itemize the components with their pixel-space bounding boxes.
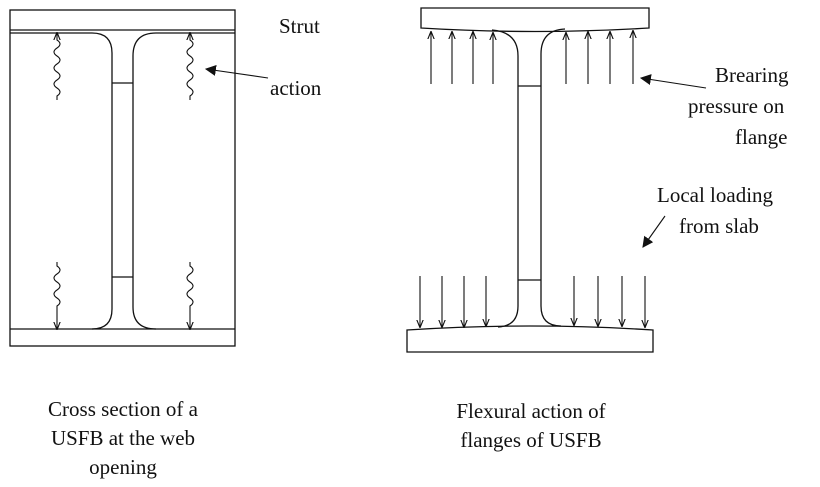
right-tee-profile	[132, 32, 235, 330]
strut-arrow-left-bottom	[54, 262, 60, 329]
strut-arrow-right-top	[187, 33, 193, 100]
loading-pointer-arrow	[642, 215, 666, 248]
right-flexural-section: Brearing pressure on flange Local loadin…	[406, 7, 789, 452]
strut-arrow-right-bottom	[187, 262, 193, 329]
left-cross-section: Strut action Cross section of a USFB at …	[9, 9, 322, 479]
loading-label-line2: from slab	[679, 214, 759, 238]
bearing-pointer-arrow	[639, 74, 707, 89]
strut-label-line1: Strut	[279, 14, 320, 38]
right-tee-flexural	[540, 28, 566, 327]
strut-arrow-left-top	[54, 33, 60, 100]
bearing-label-line2: pressure on	[688, 94, 785, 118]
left-tee-flexural	[491, 29, 519, 328]
left-tee-profile	[10, 32, 113, 330]
right-caption-line1: Flexural action of	[456, 399, 605, 423]
bearing-label-line3: flange	[735, 125, 787, 149]
left-caption-line1: Cross section of a	[48, 397, 199, 421]
left-caption-line2: USFB at the web	[51, 426, 195, 450]
strut-pointer-arrow	[204, 64, 269, 79]
left-caption-line3: opening	[89, 455, 157, 479]
strut-label-line2: action	[270, 76, 322, 100]
bearing-label-line1: Brearing	[715, 63, 789, 87]
bottom-flange-bent	[406, 325, 654, 353]
top-flange-bent	[420, 7, 650, 33]
right-caption-line2: flanges of USFB	[460, 428, 601, 452]
loading-label-line1: Local loading	[657, 183, 774, 207]
section-outline	[9, 9, 236, 347]
